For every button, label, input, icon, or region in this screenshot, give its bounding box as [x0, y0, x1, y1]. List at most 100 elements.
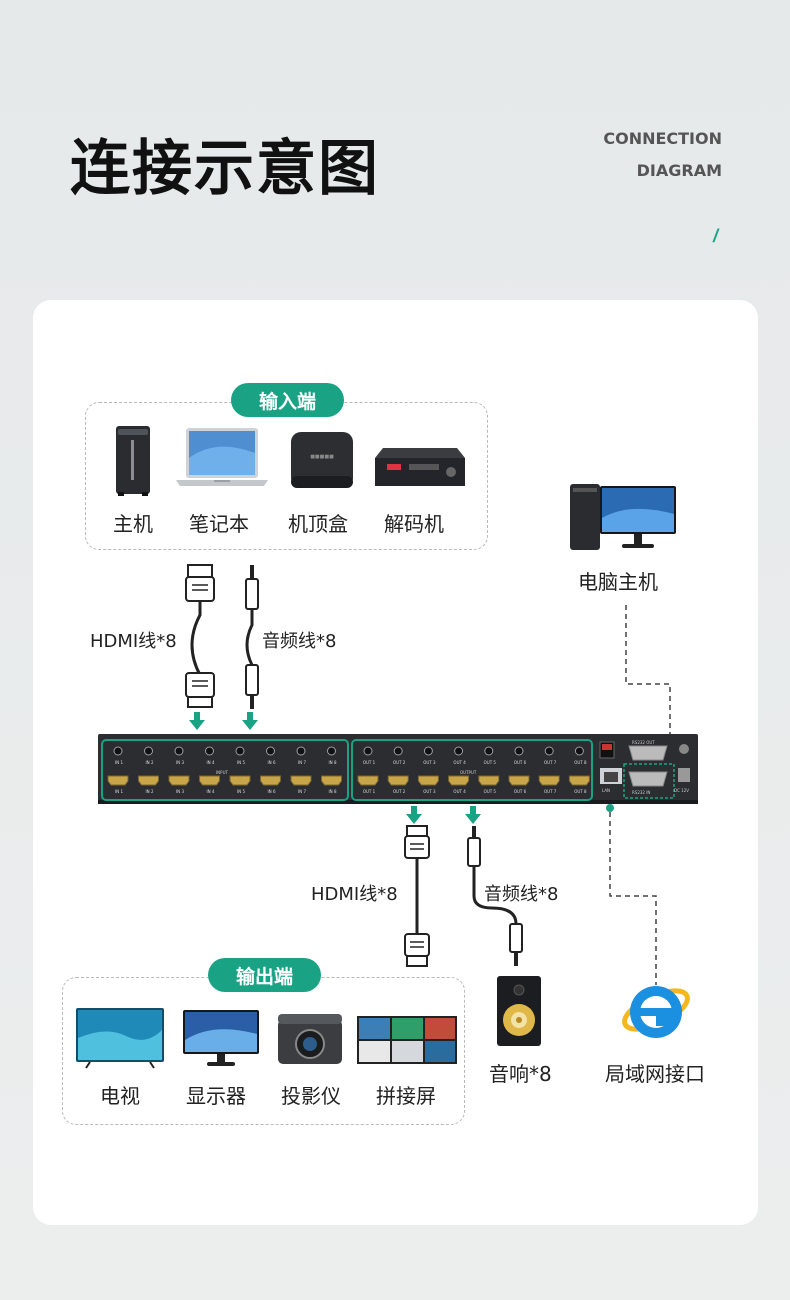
output-hdmi-port-7	[538, 775, 560, 786]
output-audio-jack-2	[393, 746, 403, 756]
audio-cable-icon	[245, 565, 259, 709]
output-hdmi-port-2	[387, 775, 409, 786]
output-port-label-top: OUT 5	[483, 760, 496, 765]
rs232-in-label: RS232 IN	[632, 790, 651, 795]
speaker-label: 音响*8	[489, 1062, 552, 1086]
input-audio-jack-8	[327, 746, 336, 756]
input-audio-jack-7	[296, 746, 306, 756]
device-label-pc: 主机	[113, 512, 153, 536]
output-hdmi-cable-label: HDMI线*8	[311, 884, 398, 905]
output-port-label-bottom: OUT 1	[362, 789, 376, 794]
device-label-projector: 投影仪	[281, 1084, 341, 1108]
output-port-label-top: OUT 4	[453, 760, 466, 765]
input-audio-jack-3	[174, 746, 184, 756]
video-wall-icon	[357, 1016, 457, 1064]
desktop-computer-icon	[570, 484, 676, 550]
input-port-label-top: IN 3	[176, 760, 184, 765]
input-audio-jack-6	[266, 746, 275, 756]
output-hdmi-port-8	[568, 775, 590, 786]
speaker-icon	[497, 976, 541, 1046]
laptop-icon	[176, 428, 268, 486]
matrix-port-labels: IN 1 IN 1 IN 2 IN 2 IN 3 IN 3 IN 4 IN 4 IN 5 IN 5…	[98, 734, 698, 804]
output-port-label-top: OUT 3	[423, 760, 436, 765]
input-audio-jack-2	[144, 746, 153, 756]
input-port-label-bottom: IN 3	[176, 789, 184, 794]
input-hdmi-port-3	[168, 775, 190, 786]
set-top-box-icon: ■■■■■	[291, 432, 353, 488]
subtitle-line-1: CONNECTION	[603, 129, 722, 148]
output-port-label-top: OUT 2	[393, 760, 406, 765]
accent-slash: /	[713, 226, 719, 246]
input-port-label-top: IN 5	[237, 760, 245, 765]
input-port-label-bottom: IN 2	[145, 789, 154, 794]
output-audio-jack-5	[484, 746, 494, 756]
output-audio-cable-icon	[467, 826, 523, 966]
output-section-label: OUTPUT	[460, 770, 477, 775]
decoder-icon	[375, 448, 465, 486]
page-subtitle-en: CONNECTION DIAGRAM	[603, 123, 722, 187]
output-port-label-top: OUT 1	[362, 760, 376, 765]
output-audio-jack-7	[544, 746, 554, 756]
input-audio-jack-5	[235, 746, 245, 756]
input-port-label-top: IN 2	[145, 760, 154, 765]
output-port-label-bottom: OUT 6	[513, 789, 527, 794]
internet-explorer-icon	[622, 986, 690, 1038]
input-port-label-bottom: IN 7	[298, 789, 306, 794]
input-port-label-top: IN 1	[115, 760, 123, 765]
device-label-video-wall: 拼接屏	[376, 1084, 436, 1108]
input-group-label: 输入端	[231, 383, 344, 417]
input-hdmi-port-4	[199, 775, 220, 786]
lan-label: LAN	[602, 788, 611, 793]
input-hdmi-port-1	[107, 775, 129, 786]
output-hdmi-port-3	[417, 775, 439, 786]
device-label-monitor: 显示器	[186, 1084, 246, 1108]
input-port-label-bottom: IN 1	[115, 789, 123, 794]
input-port-label-top: IN 4	[206, 760, 215, 765]
input-port-label-bottom: IN 6	[267, 789, 276, 794]
input-arrows	[189, 712, 481, 824]
dc-label: DC 12V	[674, 788, 689, 793]
input-hdmi-port-6	[260, 775, 281, 786]
svg-text:■■■■■: ■■■■■	[310, 454, 334, 460]
hdmi-cable-icon	[185, 564, 215, 708]
input-audio-jack-1	[113, 746, 123, 756]
output-hdmi-port-4	[448, 775, 470, 786]
input-audio-jack-4	[205, 746, 214, 756]
output-audio-jack-8	[574, 746, 584, 756]
output-port-label-bottom: OUT 5	[483, 789, 496, 794]
output-hdmi-cable-icon	[404, 825, 430, 967]
network-label: 局域网接口	[605, 1062, 705, 1086]
page-title: 连接示意图	[70, 134, 380, 204]
pc-tower-icon	[116, 426, 150, 496]
output-audio-jack-4	[454, 746, 464, 756]
output-port-label-top: OUT 8	[574, 760, 587, 765]
tv-icon	[76, 1008, 164, 1069]
projector-icon	[278, 1014, 342, 1064]
output-port-label-bottom: OUT 2	[393, 789, 406, 794]
output-hdmi-port-5	[478, 775, 500, 786]
output-audio-cable-label: 音频线*8	[484, 884, 559, 905]
device-label-decoder: 解码机	[384, 512, 444, 536]
computer-label: 电脑主机	[578, 570, 658, 594]
output-audio-jack-3	[423, 746, 433, 756]
hdmi-matrix-device	[98, 734, 698, 804]
input-hdmi-port-8	[321, 775, 342, 786]
output-port-label-bottom: OUT 7	[544, 789, 557, 794]
output-port-label-top: OUT 7	[544, 760, 557, 765]
input-port-label-bottom: IN 5	[237, 789, 245, 794]
output-hdmi-port-6	[508, 775, 530, 786]
input-hdmi-port-2	[138, 775, 159, 786]
input-audio-cable-label: 音频线*8	[262, 631, 337, 652]
input-port-label-bottom: IN 4	[206, 789, 215, 794]
output-port-label-bottom: OUT 3	[423, 789, 436, 794]
input-port-label-top: IN 8	[328, 760, 337, 765]
input-section-label: INPUT	[216, 770, 228, 775]
output-audio-jack-1	[363, 746, 373, 756]
input-hdmi-cable-label: HDMI线*8	[90, 631, 177, 652]
input-hdmi-port-5	[229, 775, 251, 786]
output-hdmi-port-1	[357, 775, 379, 786]
device-label-laptop: 笔记本	[189, 512, 249, 536]
input-hdmi-port-7	[290, 775, 312, 786]
input-port-label-bottom: IN 8	[328, 789, 337, 794]
